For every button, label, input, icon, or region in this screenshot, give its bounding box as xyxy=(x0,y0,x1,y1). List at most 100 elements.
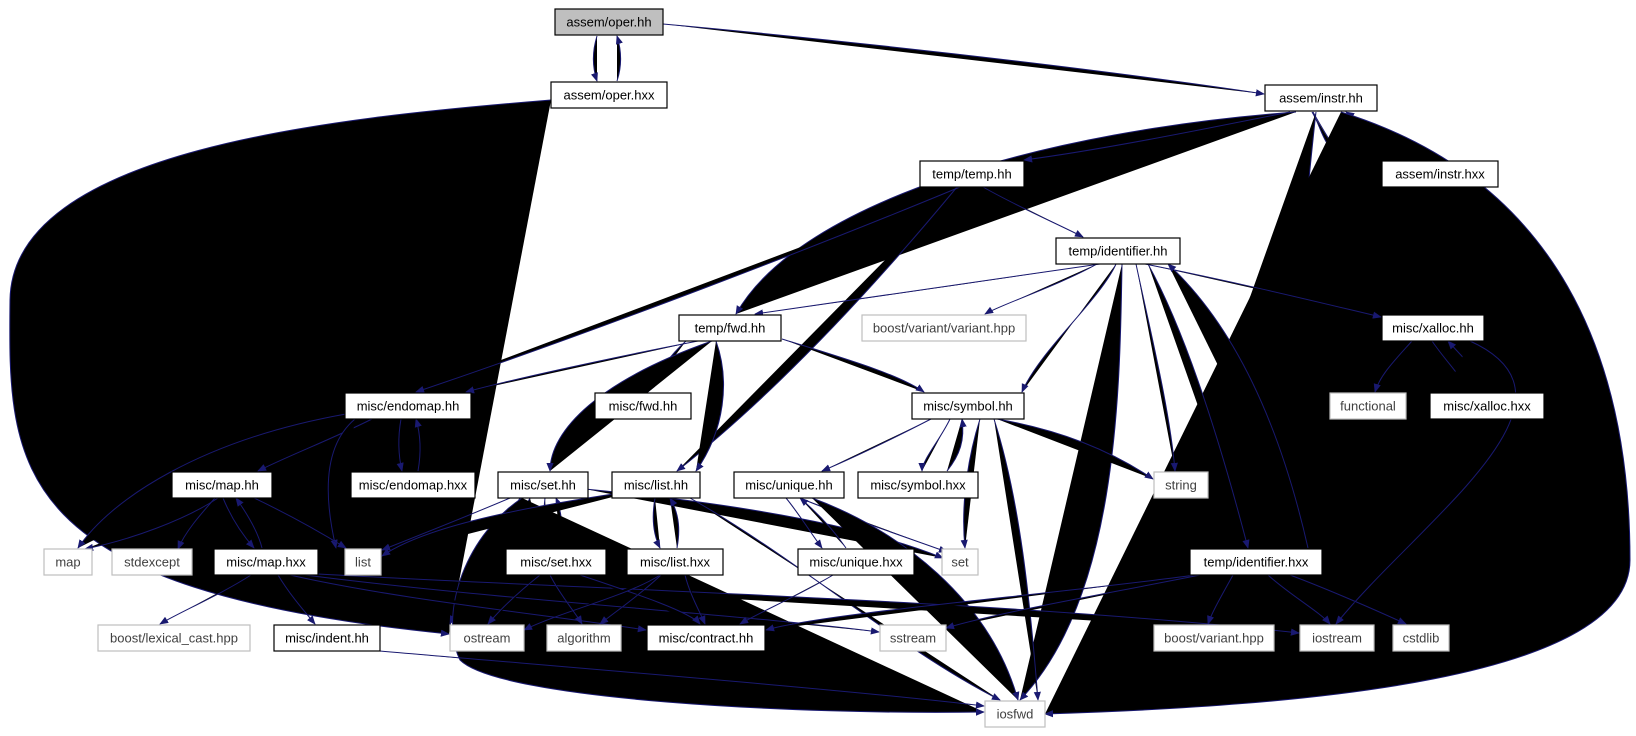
node-iostream: iostream xyxy=(1299,624,1375,652)
node-label: misc/fwd.hh xyxy=(609,399,678,414)
node-label: misc/unique.hxx xyxy=(809,555,903,570)
node-box xyxy=(350,471,476,499)
node-endomap-hxx[interactable]: misc/endomap.hxx xyxy=(350,471,476,499)
node-label: set xyxy=(951,555,969,570)
include-edge xyxy=(414,418,422,472)
include-edge xyxy=(996,418,1154,480)
include-edge xyxy=(754,263,1101,317)
include-edge xyxy=(381,497,511,551)
node-temp-hh[interactable]: temp/temp.hh xyxy=(919,160,1025,188)
node-map-hxx[interactable]: misc/map.hxx xyxy=(213,548,319,576)
node-label: assem/oper.hh xyxy=(566,15,651,30)
node-instr-hh[interactable]: assem/instr.hh xyxy=(1264,84,1378,112)
include-edge xyxy=(253,497,347,549)
include-edge xyxy=(984,263,1098,315)
include-edge xyxy=(317,573,1300,636)
include-edge xyxy=(765,574,1196,632)
node-label: temp/temp.hh xyxy=(932,167,1012,182)
include-edge xyxy=(579,574,701,625)
node-indent-hh[interactable]: misc/indent.hh xyxy=(273,624,381,652)
include-edge xyxy=(1147,263,1250,549)
node-endomap-hh[interactable]: misc/endomap.hh xyxy=(344,392,472,420)
node-box xyxy=(1381,160,1499,188)
node-label: temp/fwd.hh xyxy=(695,321,766,336)
include-edge xyxy=(381,489,641,557)
include-edge xyxy=(676,186,958,472)
node-oper-hxx[interactable]: assem/oper.hxx xyxy=(550,81,668,109)
node-box xyxy=(594,392,692,420)
node-set-hxx[interactable]: misc/set.hxx xyxy=(505,548,607,576)
node-instr-hxx[interactable]: assem/instr.hxx xyxy=(1381,160,1499,188)
node-xalloc-hh[interactable]: misc/xalloc.hh xyxy=(1381,314,1485,342)
node-lexical-cast-hpp: boost/lexical_cast.hpp xyxy=(97,624,251,652)
node-label: cstdlib xyxy=(1403,631,1440,646)
node-stdexcept: stdexcept xyxy=(111,548,193,576)
include-edge xyxy=(415,186,961,393)
include-edge xyxy=(1144,263,1382,319)
include-edge xyxy=(821,418,932,472)
include-edge xyxy=(599,574,662,625)
node-oper-hh[interactable]: assem/oper.hh xyxy=(554,8,664,36)
node-cstdlib: cstdlib xyxy=(1392,624,1450,652)
node-box xyxy=(213,548,319,576)
include-edge xyxy=(327,418,356,549)
node-label: misc/endomap.hxx xyxy=(359,478,468,493)
include-edge xyxy=(684,574,706,625)
node-fwd-hh[interactable]: temp/fwd.hh xyxy=(678,314,782,342)
node-box xyxy=(797,548,915,576)
include-edge xyxy=(523,574,661,631)
node-set-hh[interactable]: misc/set.hh xyxy=(497,471,589,499)
node-identifier-hh[interactable]: temp/identifier.hh xyxy=(1055,237,1181,265)
node-list-hxx[interactable]: misc/list.hxx xyxy=(626,548,724,576)
include-edge xyxy=(84,497,219,551)
node-map-hh[interactable]: misc/map.hh xyxy=(171,471,273,499)
node-box xyxy=(505,548,607,576)
node-symbol-hxx[interactable]: misc/symbol.hxx xyxy=(857,471,979,499)
node-set: set xyxy=(941,548,979,576)
node-map: map xyxy=(43,548,93,576)
node-identifier-hxx[interactable]: temp/identifier.hxx xyxy=(1189,548,1323,576)
node-label: stdexcept xyxy=(124,555,180,570)
include-edge xyxy=(662,23,1265,97)
node-label: boost/variant.hpp xyxy=(1164,631,1264,646)
node-unique-hxx[interactable]: misc/unique.hxx xyxy=(797,548,915,576)
node-contract-hh[interactable]: misc/contract.hh xyxy=(646,624,766,652)
node-label: functional xyxy=(1340,399,1396,414)
node-functional: functional xyxy=(1329,392,1407,420)
node-box xyxy=(97,624,251,652)
include-edge xyxy=(615,35,623,82)
node-box xyxy=(1153,624,1275,652)
node-label: map xyxy=(55,555,80,570)
node-box xyxy=(344,392,472,420)
include-edge xyxy=(177,497,216,550)
node-variant-hpp: boost/variant/variant.hpp xyxy=(861,314,1027,342)
include-edge xyxy=(735,111,1297,315)
include-edge xyxy=(222,497,255,549)
node-symbol-hh[interactable]: misc/symbol.hh xyxy=(911,392,1025,420)
node-xalloc-hxx[interactable]: misc/xalloc.hxx xyxy=(1429,392,1545,420)
include-edge xyxy=(465,340,699,394)
include-edge xyxy=(379,650,985,709)
node-misc-fwd-hh[interactable]: misc/fwd.hh xyxy=(594,392,692,420)
node-label: iostream xyxy=(1312,631,1362,646)
include-edge xyxy=(1289,574,1407,625)
include-edge xyxy=(946,418,967,472)
node-unique-hh[interactable]: misc/unique.hh xyxy=(733,471,845,499)
include-edge xyxy=(1207,574,1234,625)
node-label: misc/list.hxx xyxy=(640,555,711,570)
node-label: misc/xalloc.hxx xyxy=(1443,399,1531,414)
include-edge xyxy=(982,186,1084,238)
node-label: misc/symbol.hxx xyxy=(870,478,966,493)
node-box xyxy=(546,624,622,652)
node-label: boost/lexical_cast.hpp xyxy=(110,631,238,646)
include-edge xyxy=(799,497,847,549)
include-edge xyxy=(695,340,724,472)
node-label: assem/instr.hh xyxy=(1279,91,1363,106)
node-list-hh[interactable]: misc/list.hh xyxy=(611,471,701,499)
node-label: algorithm xyxy=(557,631,610,646)
include-edge xyxy=(591,35,598,82)
node-box xyxy=(449,624,525,652)
node-label: misc/set.hh xyxy=(510,478,576,493)
node-box xyxy=(554,8,664,36)
node-box xyxy=(1264,84,1378,112)
